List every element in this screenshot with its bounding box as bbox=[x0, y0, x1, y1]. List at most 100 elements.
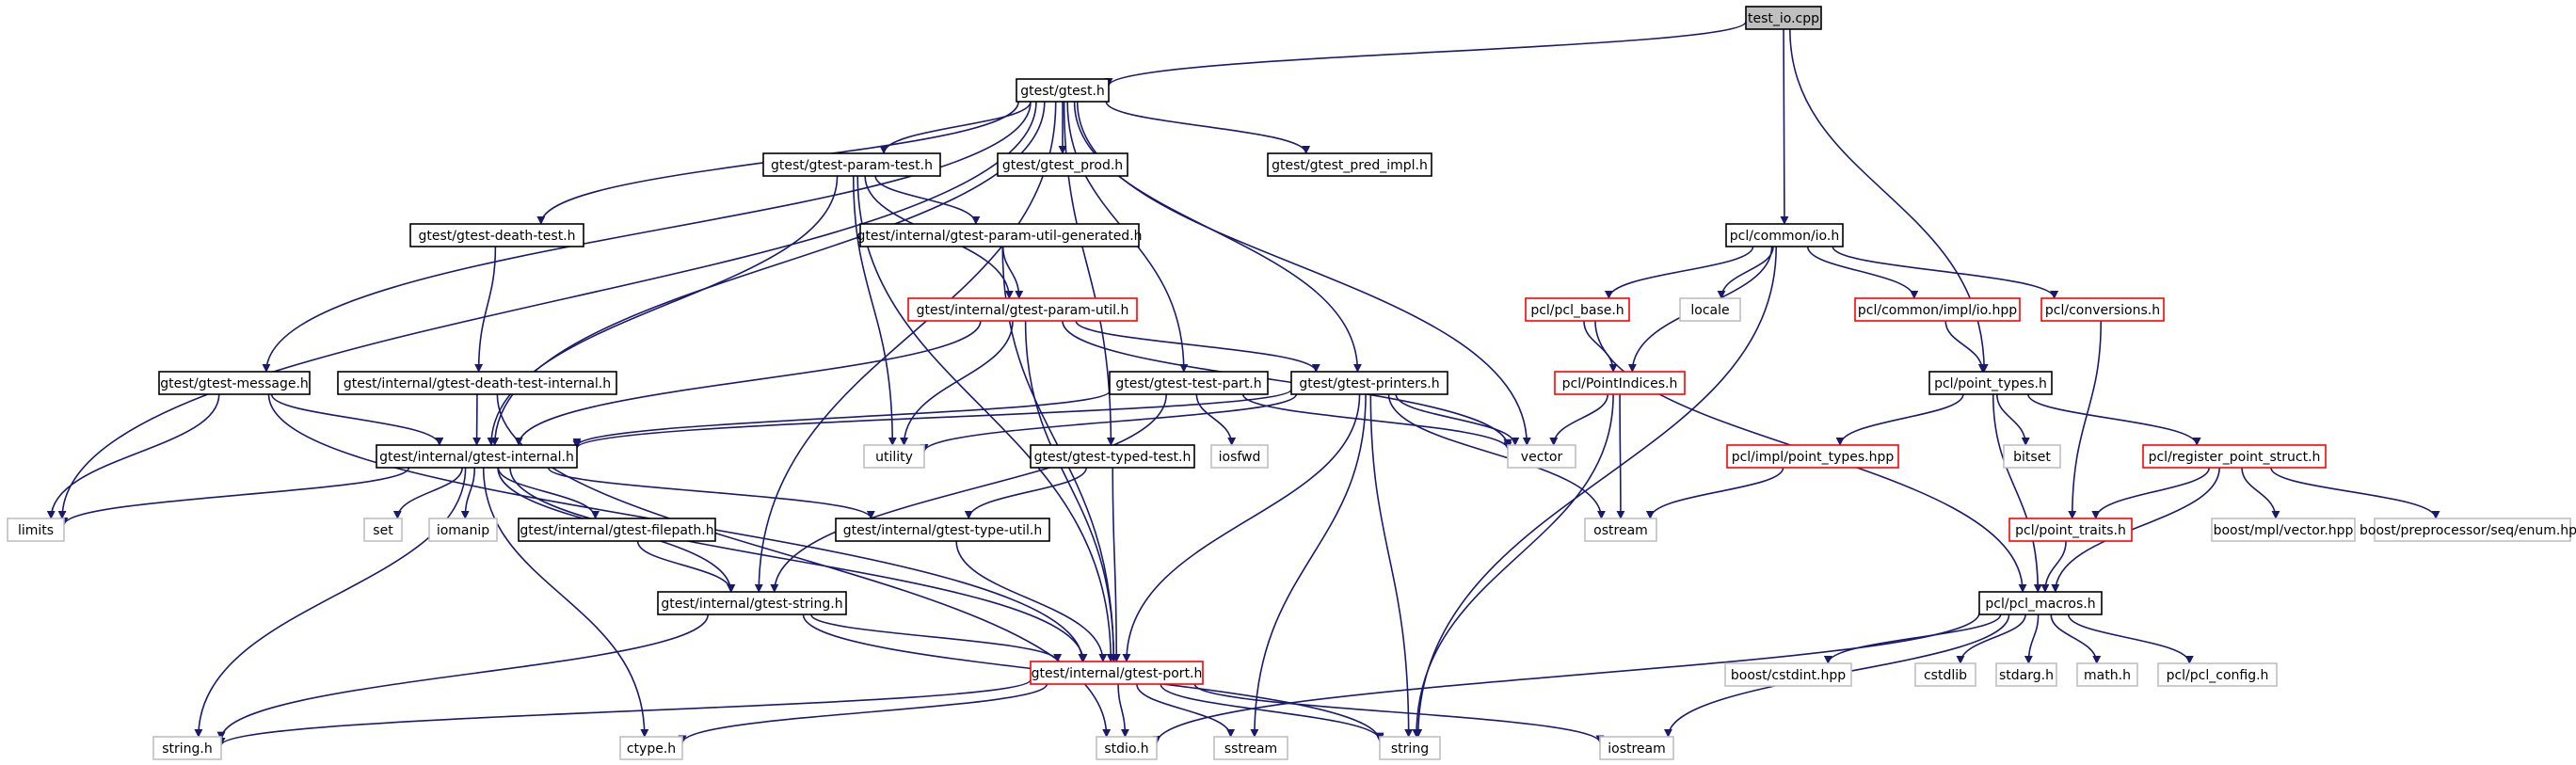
node-typed_test[interactable]: gtest/gtest-typed-test.h bbox=[1030, 444, 1195, 469]
node-label: gtest/internal/gtest-param-util.h bbox=[917, 303, 1129, 318]
node-box bbox=[1978, 591, 2103, 615]
node-vector[interactable]: vector bbox=[1507, 444, 1576, 469]
edge-param_util-to-gtest_port bbox=[1024, 320, 1118, 662]
node-label: pcl/pcl_config.h bbox=[2167, 668, 2269, 683]
node-internal[interactable]: gtest/internal/gtest-internal.h bbox=[376, 444, 578, 469]
edge-register_point-to-mpl_vector bbox=[2241, 467, 2280, 519]
node-death_test[interactable]: gtest/gtest-death-test.h bbox=[409, 223, 584, 247]
node-box bbox=[152, 736, 222, 760]
node-message[interactable]: gtest/gtest-message.h bbox=[158, 371, 311, 395]
node-pcl_macros[interactable]: pcl/pcl_macros.h bbox=[1978, 591, 2103, 615]
node-label: math.h bbox=[2084, 668, 2131, 683]
node-box bbox=[2374, 518, 2571, 542]
node-param_util[interactable]: gtest/internal/gtest-param-util.h bbox=[907, 297, 1138, 322]
edge-typed_test-to-gtest_port bbox=[1112, 467, 1121, 662]
edge-pcl_macros-to-math bbox=[2050, 614, 2102, 664]
node-label: boost/preprocessor/seq/enum.hpp bbox=[2360, 523, 2576, 538]
node-box bbox=[859, 223, 1140, 247]
edge-pcl_io-to-impl_io bbox=[1806, 246, 1919, 299]
node-cstdlib[interactable]: cstdlib bbox=[1914, 662, 1976, 687]
node-printers[interactable]: gtest/gtest-printers.h bbox=[1290, 371, 1448, 395]
node-math[interactable]: math.h bbox=[2076, 662, 2138, 687]
edge-pcl_macros-to-stdio bbox=[1152, 613, 1980, 744]
node-ostream[interactable]: ostream bbox=[1584, 518, 1657, 542]
node-gtest_string[interactable]: gtest/internal/gtest-string.h bbox=[657, 591, 847, 615]
node-stdio[interactable]: stdio.h bbox=[1096, 736, 1158, 760]
edge-param_util-to-printers bbox=[1075, 320, 1320, 373]
node-string_h[interactable]: string.h bbox=[152, 736, 222, 760]
node-pred_impl[interactable]: gtest/gtest_pred_impl.h bbox=[1267, 152, 1432, 177]
node-gtest[interactable]: gtest/gtest.h bbox=[1016, 78, 1110, 103]
node-label: gtest/internal/gtest-string.h bbox=[661, 597, 842, 612]
edge-printers-to-vector bbox=[1395, 393, 1520, 446]
node-bitset[interactable]: bitset bbox=[2003, 444, 2061, 469]
node-stdarg[interactable]: stdarg.h bbox=[1995, 662, 2057, 687]
node-label: ostream bbox=[1593, 523, 1648, 538]
node-pcl_config[interactable]: pcl/pcl_config.h bbox=[2157, 662, 2278, 687]
node-box bbox=[1914, 662, 1976, 687]
node-iomanip[interactable]: iomanip bbox=[428, 518, 498, 542]
edge-printers-to-internal bbox=[572, 389, 1292, 450]
edge-death_test-to-death_internal bbox=[474, 246, 497, 373]
node-label: pcl/common/io.h bbox=[1730, 229, 1839, 244]
edge-pcl_io-to-conversions bbox=[1832, 246, 2059, 299]
node-label: gtest/internal/gtest-param-util-generate… bbox=[856, 229, 1142, 244]
node-locale[interactable]: locale bbox=[1679, 297, 1741, 322]
node-register_point[interactable]: pcl/register_point_struct.h bbox=[2142, 444, 2327, 469]
node-limits[interactable]: limits bbox=[7, 518, 65, 542]
edge-conversions-to-point_traits bbox=[2068, 320, 2103, 519]
node-pcl_base[interactable]: pcl/pcl_base.h bbox=[1525, 297, 1630, 322]
node-pcl_io[interactable]: pcl/common/io.h bbox=[1725, 223, 1844, 247]
edge-printers-to-utility bbox=[920, 393, 1298, 453]
node-box bbox=[2076, 662, 2138, 687]
node-filepath[interactable]: gtest/internal/gtest-filepath.h bbox=[518, 518, 716, 542]
node-string[interactable]: string bbox=[1379, 736, 1441, 760]
node-layer: test_io.cpp gtest/gtest.h pcl/common/io.h g… bbox=[7, 6, 2576, 760]
edge-gtest_port-to-stdio bbox=[1117, 683, 1129, 738]
node-label: utility bbox=[875, 450, 913, 465]
node-mpl_vector[interactable]: boost/mpl/vector.hpp bbox=[2211, 518, 2356, 542]
edge-register_point-to-point_traits bbox=[2091, 467, 2211, 519]
node-box bbox=[2008, 518, 2133, 542]
node-gtest_port[interactable]: gtest/internal/gtest-port.h bbox=[1030, 661, 1204, 685]
node-test_part[interactable]: gtest/gtest-test-part.h bbox=[1109, 371, 1269, 395]
node-conversions[interactable]: pcl/conversions.h bbox=[2040, 297, 2165, 322]
edge-printers-to-ostream bbox=[1387, 393, 1606, 519]
node-iostream[interactable]: iostream bbox=[1599, 736, 1674, 760]
node-label: gtest/gtest_prod.h bbox=[1002, 158, 1123, 173]
node-gtest_prod[interactable]: gtest/gtest_prod.h bbox=[997, 152, 1128, 177]
node-point_indices[interactable]: pcl/PointIndices.h bbox=[1554, 371, 1686, 395]
node-utility[interactable]: utility bbox=[863, 444, 925, 469]
node-iosfwd[interactable]: iosfwd bbox=[1210, 444, 1269, 469]
node-param_util_gen[interactable]: gtest/internal/gtest-param-util-generate… bbox=[856, 223, 1143, 247]
edge-internal-to-filepath bbox=[497, 467, 600, 519]
node-box bbox=[1554, 371, 1686, 395]
edge-test_part-to-internal bbox=[572, 390, 1111, 447]
node-label: boost/cstdint.hpp bbox=[1731, 668, 1846, 683]
node-box bbox=[2157, 662, 2278, 687]
node-impl_io[interactable]: pcl/common/impl/io.hpp bbox=[1854, 297, 2021, 322]
node-point_types[interactable]: pcl/point_types.h bbox=[1928, 371, 2053, 395]
node-type_util[interactable]: gtest/internal/gtest-type-util.h bbox=[835, 518, 1050, 542]
node-box bbox=[158, 371, 311, 395]
node-ctype[interactable]: ctype.h bbox=[619, 736, 683, 760]
node-test_io[interactable]: test_io.cpp bbox=[1745, 6, 1822, 30]
node-seq_enum[interactable]: boost/preprocessor/seq/enum.hpp bbox=[2360, 518, 2576, 542]
node-point_traits[interactable]: pcl/point_traits.h bbox=[2008, 518, 2133, 542]
edge-pcl_base-to-point_indices bbox=[1583, 320, 1618, 373]
node-sstream[interactable]: sstream bbox=[1213, 736, 1288, 760]
edge-gtest-to-printers bbox=[1073, 101, 1362, 373]
node-label: set bbox=[373, 523, 393, 538]
node-label: gtest/gtest-typed-test.h bbox=[1034, 450, 1192, 465]
node-cstdint[interactable]: boost/cstdint.hpp bbox=[1724, 662, 1852, 687]
edge-point_types-to-bitset bbox=[1995, 393, 2030, 446]
edge-param_util_gen-to-param_util bbox=[1001, 246, 1024, 299]
node-param_test[interactable]: gtest/gtest-param-test.h bbox=[762, 152, 941, 177]
edge-internal-to-gtest_port bbox=[509, 467, 1088, 662]
node-set[interactable]: set bbox=[363, 518, 403, 542]
node-box bbox=[997, 152, 1128, 177]
edge-register_point-to-pcl_macros bbox=[2051, 467, 2220, 593]
node-death_internal[interactable]: gtest/internal/gtest-death-test-internal… bbox=[337, 371, 617, 395]
node-label: gtest/gtest-test-part.h bbox=[1115, 376, 1261, 391]
node-impl_point_types[interactable]: pcl/impl/point_types.hpp bbox=[1726, 444, 1899, 469]
